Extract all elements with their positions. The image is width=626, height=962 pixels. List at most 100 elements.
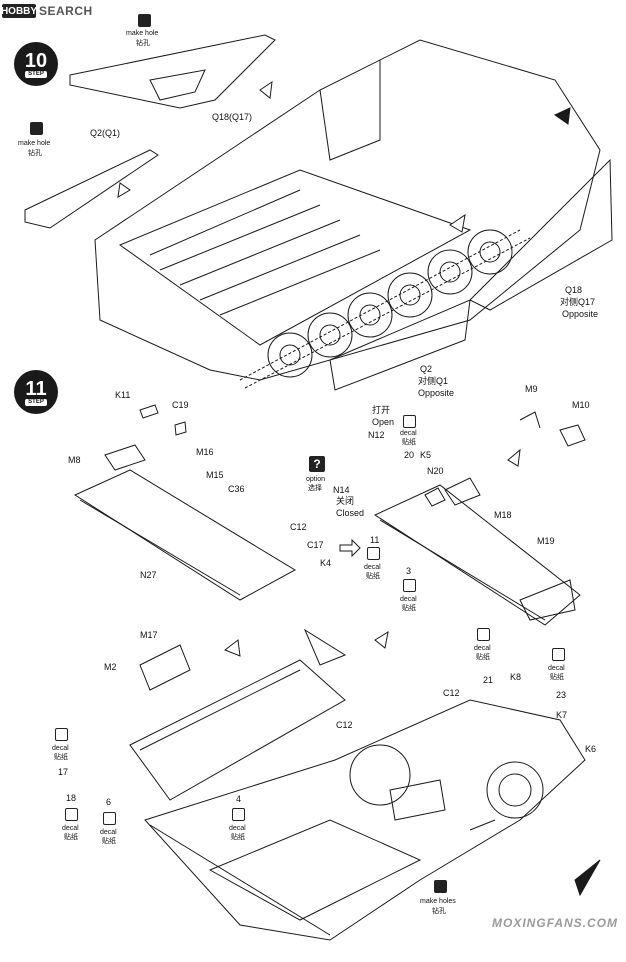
part-label: K4: [320, 558, 332, 568]
part-m2: [139, 644, 191, 691]
decal-cn: 贴纸: [54, 754, 68, 761]
decal-label: decal: [100, 829, 117, 836]
step-word: STEP: [25, 70, 47, 78]
decal-cn: 贴纸: [550, 674, 564, 681]
part-label: Q2: [420, 364, 433, 374]
make-hole-cn: 钻孔: [28, 150, 42, 157]
decal-cn: 贴纸: [102, 838, 116, 845]
part-q18-fender: [69, 34, 276, 109]
part-label: M17: [140, 630, 158, 640]
make-hole-cn: 钻孔: [432, 908, 446, 915]
open-cn: 打开: [372, 405, 391, 415]
drill-icon: [138, 14, 151, 27]
decal-number: 4: [236, 794, 242, 804]
decal-icon: [552, 648, 565, 661]
part-label: Q18: [565, 285, 583, 295]
decal-cn: 贴纸: [402, 605, 416, 612]
closed-cn: 关闭: [336, 496, 355, 506]
decal-number: 11: [370, 535, 380, 545]
part-label: M16: [196, 447, 214, 457]
decal-icon: [403, 579, 416, 592]
decal-cn: 贴纸: [402, 439, 416, 446]
opposite-label: Opposite: [418, 388, 455, 398]
part-label: Q2(Q1): [90, 128, 121, 138]
part-label: K11: [115, 390, 131, 400]
part-label: C12: [336, 720, 353, 730]
decal-icon: [477, 628, 490, 641]
part-label: C17: [307, 540, 324, 550]
decal-number: 20: [404, 450, 415, 460]
step-number: 11: [25, 377, 47, 400]
watermark: MOXINGFANS.COM: [491, 916, 618, 930]
part-label: M2: [104, 662, 117, 672]
part-label: M8: [68, 455, 81, 465]
part-label: C12: [290, 522, 307, 532]
part-label: M9: [525, 384, 538, 394]
part-q2-skirt: [329, 299, 471, 391]
opposite-label: Opposite: [562, 309, 599, 319]
part-label: K6: [585, 744, 597, 754]
part-label: K7: [556, 710, 568, 720]
part-label: N20: [427, 466, 444, 476]
decal-icon: [367, 547, 380, 560]
make-hole-label: make hole: [126, 30, 159, 37]
part-label: C19: [172, 400, 189, 410]
part-label: N14: [333, 485, 350, 495]
part-right-plate: [373, 484, 581, 626]
step-number: 10: [24, 49, 48, 72]
decal-label: decal: [229, 825, 246, 832]
hobby-logo: HOBBY: [0, 4, 38, 18]
decal-label: decal: [400, 430, 417, 437]
decal-icon: [65, 808, 78, 821]
part-n27-plate: [73, 469, 297, 601]
part-lower-plate: [129, 659, 346, 801]
decal-cn: 贴纸: [231, 834, 245, 841]
decal-label: decal: [548, 665, 565, 672]
step-word: STEP: [25, 398, 47, 406]
decal-icon: [403, 415, 416, 428]
decal-label: decal: [62, 825, 79, 832]
decal-label: decal: [474, 645, 491, 652]
option-label: option: [306, 476, 326, 483]
open-label: Open: [372, 417, 395, 427]
part-q2-strip: [24, 149, 159, 229]
decal-icon: [232, 808, 245, 821]
decal-number: 17: [58, 767, 69, 777]
step-10-badge: 10 STEP: [14, 42, 58, 86]
hull-body: [94, 39, 601, 381]
part-label: N27: [140, 570, 157, 580]
decal-number: 21: [483, 675, 494, 685]
decal-label: decal: [400, 596, 417, 603]
decal-label: decal: [52, 745, 69, 752]
make-holes-label: make holes: [420, 898, 456, 905]
part-label: N12: [368, 430, 385, 440]
closed-label: Closed: [336, 508, 365, 518]
part-label: K5: [420, 450, 432, 460]
part-label: M19: [537, 536, 555, 546]
part-m10: [559, 424, 586, 447]
part-label: M18: [494, 510, 512, 520]
decal-cn: 贴纸: [476, 654, 490, 661]
part-m8-box: [104, 444, 146, 471]
road-wheels: [267, 229, 513, 378]
part-label: Q18(Q17): [212, 112, 253, 122]
part-label: C36: [228, 484, 245, 494]
brand-name: SEARCH: [39, 4, 93, 18]
decal-cn: 贴纸: [64, 834, 78, 841]
hull-floor: [144, 699, 586, 941]
decal-number: 23: [556, 690, 567, 700]
decal-cn: 贴纸: [366, 573, 380, 580]
decal-number: 3: [406, 566, 412, 576]
step-11-badge: 11 STEP: [14, 370, 58, 414]
decal-label: decal: [364, 564, 381, 571]
part-label: K8: [510, 672, 522, 682]
drill-icon: [30, 122, 43, 135]
part-label: M15: [206, 470, 224, 480]
opposite-cn: 对侧Q1: [418, 376, 449, 386]
part-label: C12: [443, 688, 460, 698]
question-icon: ?: [309, 456, 325, 472]
make-hole-label: make hole: [18, 140, 51, 147]
decal-icon: [55, 728, 68, 741]
opposite-cn: 对侧Q17: [560, 297, 596, 307]
decal-icon: [103, 812, 116, 825]
